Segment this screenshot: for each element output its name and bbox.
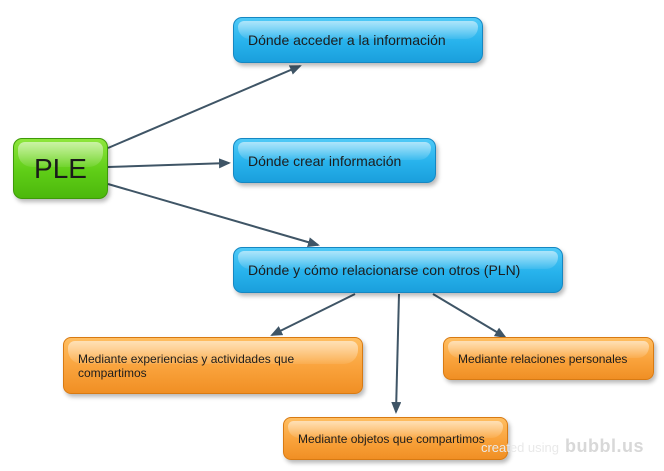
sub-node-relaciones[interactable]: Mediante relaciones personales [443,337,654,380]
sub-node-label: Mediante objetos que compartimos [298,431,485,446]
branch-node-label: Dónde crear información [248,152,402,169]
edge-ple-to-crear [107,158,231,169]
branch-node-relacionarse[interactable]: Dónde y cómo relacionarse con otros (PLN… [233,247,563,293]
sub-node-label: Mediante experiencias y actividades que … [78,351,295,380]
edge-ple-to-relacionarse [107,183,320,248]
root-node-ple[interactable]: PLE [13,138,108,199]
bubblus-watermark: created using bubbl.us [481,436,644,457]
root-node-label: PLE [34,152,87,184]
sub-node-objetos[interactable]: Mediante objetos que compartimos [283,417,508,460]
branch-node-crear[interactable]: Dónde crear información [233,138,436,183]
edge-ple-to-acceder [107,65,302,149]
edge-relacionarse-to-experiencias [270,293,356,336]
edge-relacionarse-to-relaciones [432,293,507,339]
edge-relacionarse-to-objetos [391,293,402,414]
branch-node-acceder[interactable]: Dónde acceder a la información [233,17,483,63]
sub-node-experiencias[interactable]: Mediante experiencias y actividades que … [63,337,363,394]
branch-node-label: Dónde acceder a la información [248,32,446,48]
watermark-brand-logo: bubbl.us [565,436,644,456]
branch-node-label: Dónde y cómo relacionarse con otros (PLN… [248,262,521,278]
watermark-prefix: created using [480,440,559,455]
sub-node-label: Mediante relaciones personales [458,351,628,366]
